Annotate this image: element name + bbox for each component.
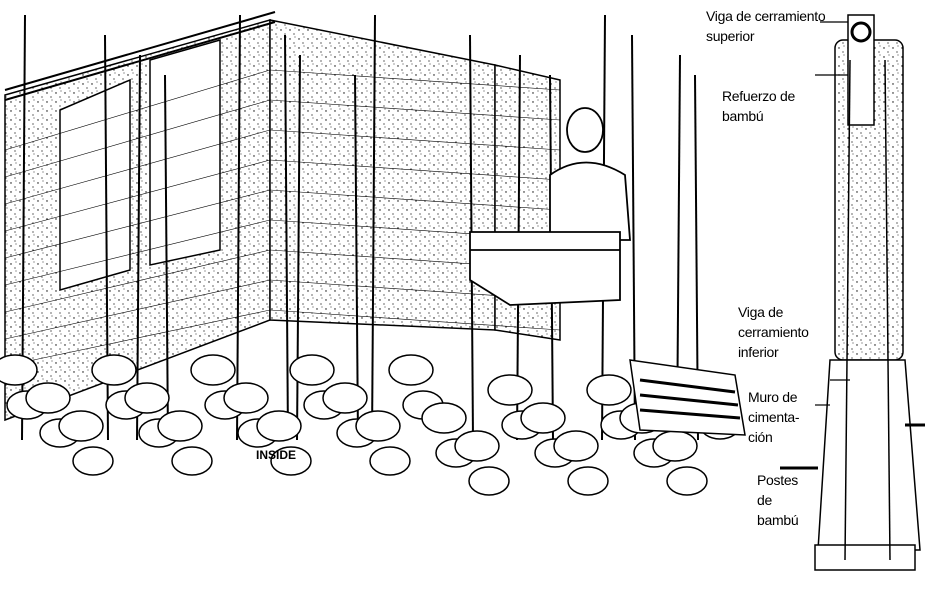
stone	[553, 430, 599, 462]
block-grid	[4, 69, 561, 367]
bamboo-pole	[236, 14, 241, 441]
stone	[91, 354, 137, 386]
label-line: Refuerzo de	[722, 88, 795, 104]
stone	[652, 430, 698, 462]
bamboo-pole	[136, 54, 141, 441]
stone	[322, 382, 368, 414]
stone	[369, 446, 411, 476]
bamboo-pole	[284, 34, 289, 441]
label-line: Viga de	[738, 304, 784, 320]
stone	[289, 354, 335, 386]
block-joint	[269, 69, 561, 91]
left-wall	[4, 19, 561, 422]
stone	[270, 446, 312, 476]
stone	[421, 402, 467, 434]
label-line: ción	[748, 429, 773, 445]
label-line: bambú	[757, 512, 799, 528]
block-joint	[269, 309, 561, 331]
stone	[388, 354, 434, 386]
block-joint	[269, 129, 561, 151]
top-beam	[4, 11, 276, 101]
label-line: superior	[706, 28, 755, 44]
stone	[0, 354, 38, 386]
label-foundation-wall: Muro de cimenta- ción	[748, 387, 800, 447]
stone	[124, 382, 170, 414]
stone	[72, 446, 114, 476]
stone	[520, 402, 566, 434]
label-line: Muro de	[748, 389, 798, 405]
label-line: de	[757, 492, 772, 508]
label-bottom-beam: Viga de cerramiento inferior	[738, 302, 809, 362]
bamboo-pole	[371, 14, 376, 441]
block-joint	[4, 159, 271, 232]
stone	[468, 466, 510, 496]
label-bamboo-posts: Postes de bambú	[757, 470, 799, 530]
stone	[355, 410, 401, 442]
foundation-stones	[0, 354, 741, 496]
stone	[25, 382, 71, 414]
stone	[171, 446, 213, 476]
stone	[256, 410, 302, 442]
stone	[58, 410, 104, 442]
label-line: bambú	[722, 108, 764, 124]
mold-box	[629, 359, 746, 436]
bamboo-pole	[354, 74, 359, 441]
block-joint	[269, 99, 561, 121]
label-top-beam: Viga de cerramiento superior	[706, 6, 826, 46]
stone	[190, 354, 236, 386]
label-line: inferior	[738, 344, 779, 360]
stone	[586, 374, 632, 406]
label-line: Viga de cerramiento	[706, 8, 826, 24]
label-line: cerramiento	[738, 324, 809, 340]
label-inside: INSIDE	[256, 448, 297, 462]
label-line: cimenta-	[748, 409, 800, 425]
block-joint	[4, 99, 271, 178]
cross-section-column	[814, 14, 921, 571]
worker-figure	[469, 107, 631, 306]
bamboo-pole	[164, 74, 169, 441]
label-line: Postes	[757, 472, 798, 488]
stone	[487, 374, 533, 406]
block-joint	[4, 69, 271, 151]
label-bamboo-reinforcement: Refuerzo de bambú	[722, 86, 795, 126]
stone	[454, 430, 500, 462]
block-joint	[4, 189, 271, 259]
leader-lines	[780, 21, 925, 470]
stone	[567, 466, 609, 496]
stone	[666, 466, 708, 496]
stone	[223, 382, 269, 414]
block-joint	[4, 129, 271, 205]
stone	[157, 410, 203, 442]
block-joint	[269, 189, 561, 211]
block-joint	[269, 159, 561, 181]
